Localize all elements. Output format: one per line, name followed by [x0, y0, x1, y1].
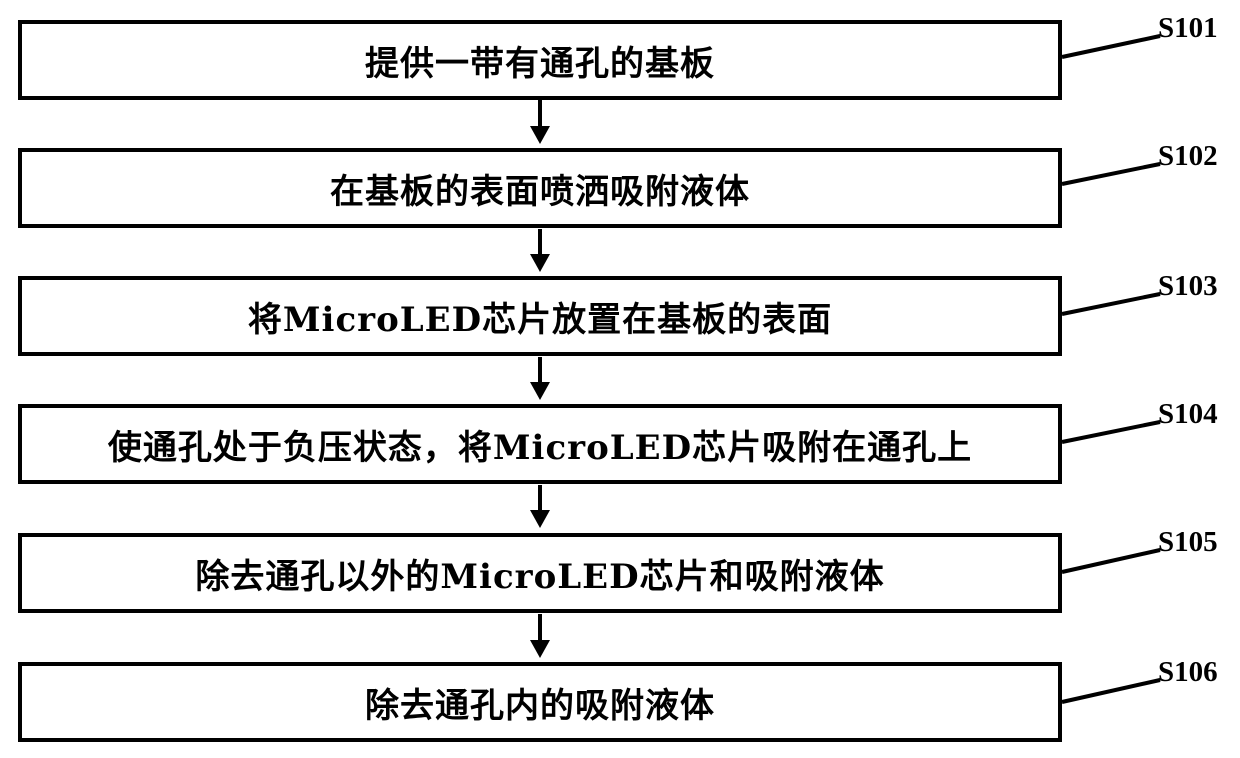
- arrow-s102-s103: [530, 229, 550, 272]
- step-label-s103: S103: [1158, 270, 1218, 303]
- step-label-s106: S106: [1158, 656, 1218, 689]
- leader-line-s106: [1062, 680, 1160, 702]
- step-box-s103: 将MicroLED芯片放置在基板的表面: [18, 276, 1062, 356]
- step-text-s104: 使通孔处于负压状态，将MicroLED芯片吸附在通孔上: [108, 420, 972, 469]
- leader-line-s104: [1062, 422, 1160, 442]
- leader-line-s105: [1062, 550, 1160, 572]
- step-box-s105: 除去通孔以外的MicroLED芯片和吸附液体: [18, 533, 1062, 613]
- arrow-s101-s102: [530, 100, 550, 144]
- step-box-s104: 使通孔处于负压状态，将MicroLED芯片吸附在通孔上: [18, 404, 1062, 484]
- step-text-s103: 将MicroLED芯片放置在基板的表面: [248, 292, 832, 341]
- arrow-s105-s106: [530, 614, 550, 658]
- step-text-s101: 提供一带有通孔的基板: [365, 36, 715, 85]
- step-label-s102: S102: [1158, 140, 1218, 173]
- step-label-s101: S101: [1158, 12, 1218, 45]
- leader-line-s103: [1062, 294, 1160, 314]
- arrow-s103-s104: [530, 357, 550, 400]
- step-box-s102: 在基板的表面喷洒吸附液体: [18, 148, 1062, 228]
- leader-line-s101: [1062, 36, 1160, 57]
- leader-line-s102: [1062, 164, 1160, 184]
- arrow-s104-s105: [530, 485, 550, 528]
- step-text-s102: 在基板的表面喷洒吸附液体: [330, 164, 750, 213]
- step-text-s106: 除去通孔内的吸附液体: [365, 678, 715, 727]
- step-label-s104: S104: [1158, 398, 1218, 431]
- step-box-s106: 除去通孔内的吸附液体: [18, 662, 1062, 742]
- step-box-s101: 提供一带有通孔的基板: [18, 20, 1062, 100]
- step-label-s105: S105: [1158, 526, 1218, 559]
- step-text-s105: 除去通孔以外的MicroLED芯片和吸附液体: [195, 549, 884, 598]
